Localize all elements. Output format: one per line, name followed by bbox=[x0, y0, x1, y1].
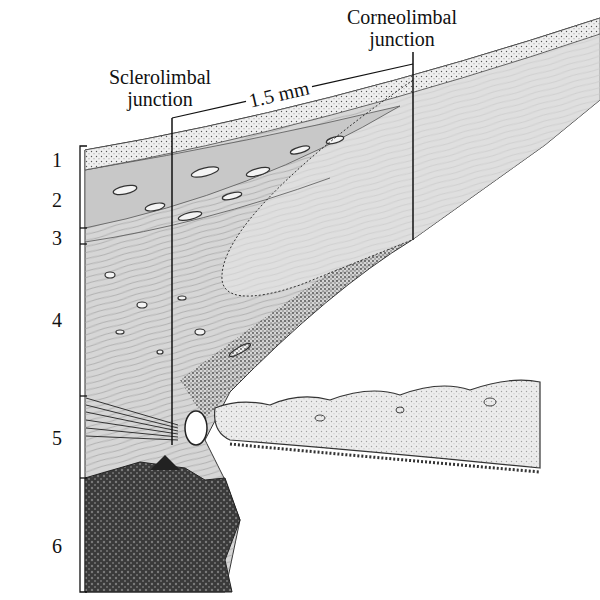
callout-number: 1 bbox=[52, 149, 62, 171]
junction-label: Corneolimbal junction bbox=[332, 6, 472, 50]
callout-number: 2 bbox=[52, 189, 62, 211]
callout-number: 3 bbox=[52, 227, 62, 249]
callout-number: 6 bbox=[52, 535, 62, 557]
dimension-label: 1.5 mm bbox=[245, 76, 313, 112]
callout-number: 5 bbox=[52, 427, 62, 449]
junction-label: Sclerolimbal junction bbox=[90, 66, 230, 110]
callout-number: 4 bbox=[52, 309, 62, 331]
